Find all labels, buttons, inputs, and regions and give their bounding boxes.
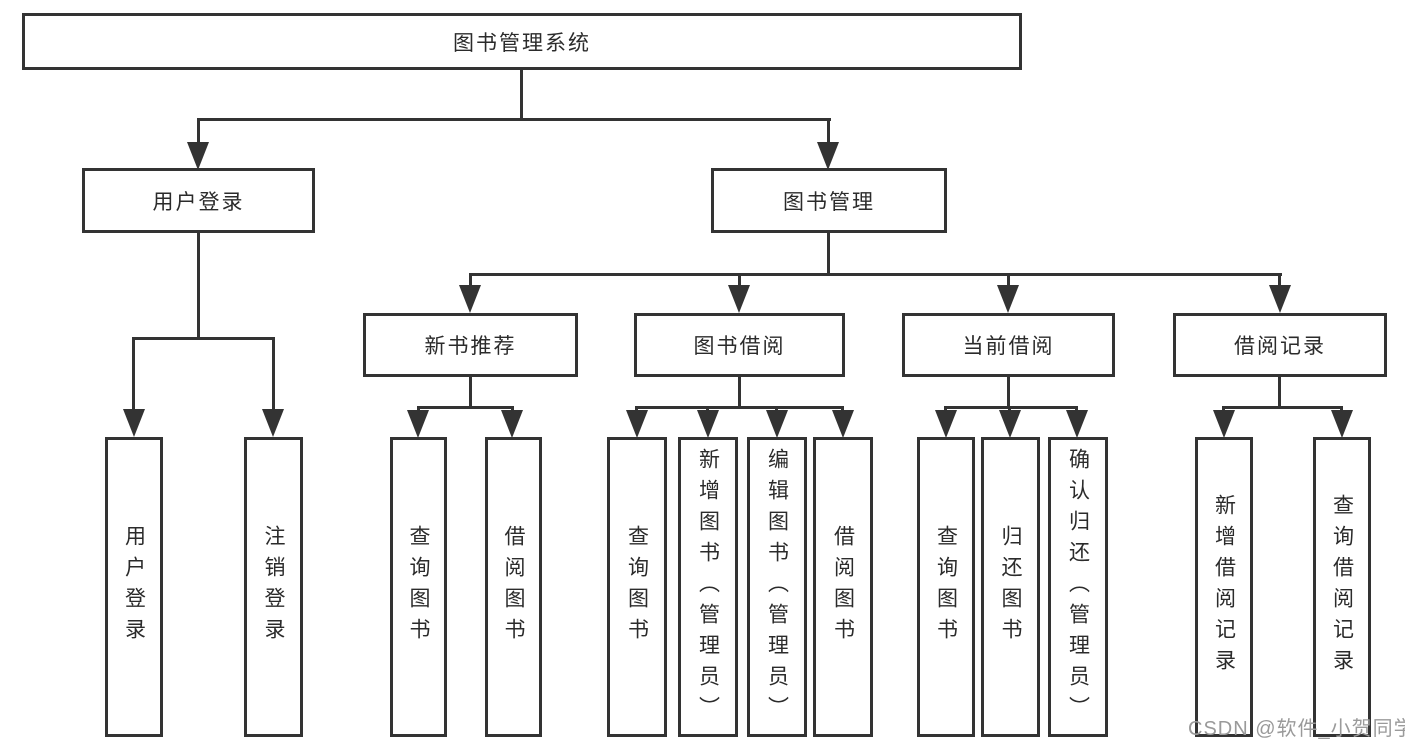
node-root-label: 图书管理系统 — [453, 31, 591, 55]
connector-line — [132, 337, 135, 409]
leaf-cb-query-books-label: 查询图书 — [934, 525, 958, 649]
arrow-down-icon — [935, 410, 957, 438]
connector-line — [841, 406, 844, 412]
arrow-down-icon — [766, 410, 788, 438]
connector-line — [1007, 375, 1010, 406]
leaf-br-query-record-label: 查询借阅记录 — [1330, 494, 1354, 680]
node-book-management-label: 图书管理 — [783, 190, 875, 214]
arrow-down-icon — [407, 410, 429, 438]
node-new-book-recommend: 新书推荐 — [363, 313, 578, 377]
connector-line — [133, 337, 274, 340]
leaf-nb-query-books-label: 查询图书 — [407, 525, 430, 649]
connector-line — [197, 118, 831, 121]
connector-line — [520, 70, 523, 118]
connector-line — [272, 337, 275, 409]
leaf-bb-add-books-admin: 新增图书（管理员） — [678, 437, 738, 737]
arrow-down-icon — [1213, 410, 1235, 438]
connector-line — [1007, 273, 1010, 285]
node-book-borrow: 图书借阅 — [634, 313, 845, 377]
arrow-down-icon — [501, 410, 523, 438]
node-borrow-records-label: 借阅记录 — [1234, 335, 1326, 358]
leaf-user-login-label: 用户登录 — [122, 525, 146, 649]
connector-line — [738, 273, 741, 285]
leaf-bb-add-books-admin-label: 新增图书（管理员） — [696, 447, 720, 727]
connector-line — [1278, 273, 1281, 285]
leaf-nb-query-books: 查询图书 — [390, 437, 447, 737]
arrow-down-icon — [262, 409, 284, 437]
leaf-br-add-record: 新增借阅记录 — [1195, 437, 1253, 737]
connector-line — [636, 406, 844, 409]
node-root: 图书管理系统 — [22, 13, 1022, 70]
leaf-logout: 注销登录 — [244, 437, 303, 737]
arrow-down-icon — [123, 409, 145, 437]
connector-line — [1340, 406, 1343, 412]
arrow-down-icon — [459, 285, 481, 313]
leaf-bb-borrow-books: 借阅图书 — [813, 437, 873, 737]
leaf-nb-borrow-books-label: 借阅图书 — [502, 525, 525, 649]
arrow-down-icon — [1331, 410, 1353, 438]
arrow-down-icon — [626, 410, 648, 438]
arrow-down-icon — [1066, 410, 1088, 438]
connector-line — [511, 406, 514, 412]
node-book-borrow-label: 图书借阅 — [693, 335, 786, 358]
connector-line — [197, 231, 200, 337]
node-new-book-recommend-label: 新书推荐 — [424, 335, 517, 358]
leaf-br-add-record-label: 新增借阅记录 — [1212, 494, 1236, 680]
leaf-bb-query-books: 查询图书 — [607, 437, 667, 737]
connector-line — [417, 406, 514, 409]
leaf-br-query-record: 查询借阅记录 — [1313, 437, 1371, 737]
csdn-watermark: CSDN @软件_小贺同学 — [1188, 718, 1405, 740]
leaf-bb-edit-books-admin: 编辑图书（管理员） — [747, 437, 807, 737]
node-borrow-records: 借阅记录 — [1173, 313, 1387, 377]
leaf-bb-edit-books-admin-label: 编辑图书（管理员） — [765, 447, 789, 727]
connector-line — [1222, 406, 1225, 412]
connector-line — [738, 375, 741, 406]
arrow-down-icon — [999, 410, 1021, 438]
leaf-bb-query-books-label: 查询图书 — [625, 525, 649, 649]
connector-line — [706, 406, 709, 412]
node-user-login: 用户登录 — [82, 168, 315, 233]
connector-line — [1278, 375, 1281, 406]
node-current-borrow: 当前借阅 — [902, 313, 1115, 377]
connector-line — [469, 273, 1282, 276]
leaf-cb-return-books: 归还图书 — [981, 437, 1040, 737]
node-book-management: 图书管理 — [711, 168, 947, 233]
node-current-borrow-label: 当前借阅 — [962, 335, 1055, 358]
connector-line — [775, 406, 778, 412]
connector-line — [1008, 406, 1011, 412]
arrow-down-icon — [697, 410, 719, 438]
connector-line — [1075, 406, 1078, 412]
connector-line — [469, 273, 472, 285]
leaf-nb-borrow-books: 借阅图书 — [485, 437, 542, 737]
connector-line — [1223, 406, 1343, 409]
arrow-down-icon — [832, 410, 854, 438]
connector-line — [469, 375, 472, 406]
connector-line — [417, 406, 420, 412]
connector-line — [635, 406, 638, 412]
leaf-cb-confirm-return-admin-label: 确认归还（管理员） — [1066, 447, 1090, 727]
leaf-user-login: 用户登录 — [105, 437, 163, 737]
connector-line — [827, 118, 830, 142]
node-user-login-label: 用户登录 — [152, 190, 245, 214]
connector-line — [944, 406, 947, 412]
arrow-down-icon — [997, 285, 1019, 313]
arrow-down-icon — [187, 142, 209, 170]
leaf-cb-confirm-return-admin: 确认归还（管理员） — [1048, 437, 1108, 737]
arrow-down-icon — [1269, 285, 1291, 313]
leaf-logout-label: 注销登录 — [262, 525, 285, 649]
leaf-cb-query-books: 查询图书 — [917, 437, 975, 737]
leaf-cb-return-books-label: 归还图书 — [999, 525, 1022, 649]
arrow-down-icon — [728, 285, 750, 313]
connector-line — [944, 406, 1078, 409]
connector-line — [827, 233, 830, 273]
arrow-down-icon — [817, 142, 839, 170]
connector-line — [197, 118, 200, 142]
leaf-bb-borrow-books-label: 借阅图书 — [831, 525, 855, 649]
